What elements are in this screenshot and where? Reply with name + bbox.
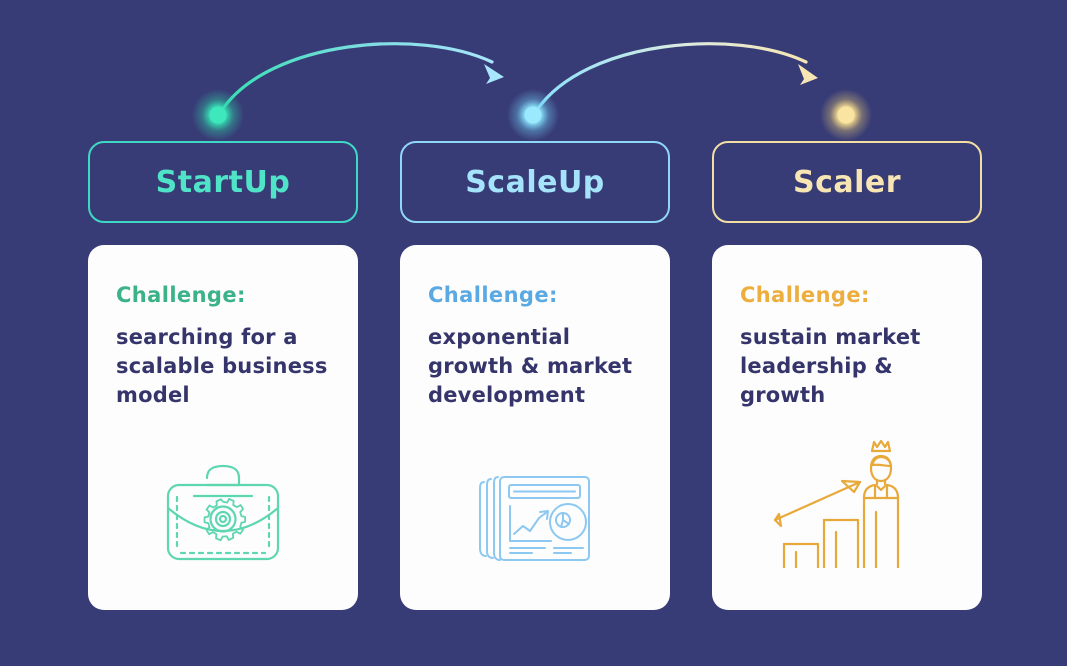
node-dot-scaleup — [524, 106, 542, 124]
stage-card-startup: Challenge: searching for a scalable busi… — [88, 245, 358, 610]
stage-card-scaleup: Challenge: exponential growth & market d… — [400, 245, 670, 610]
challenge-text-startup: searching for a scalable business model — [116, 325, 328, 407]
briefcase-gear-icon — [88, 456, 358, 568]
curved-arrow-startup-to-scaleup — [220, 42, 504, 112]
stage-column-startup: StartUp Challenge: searching for a scala… — [88, 141, 358, 610]
challenge-label-scaleup: Challenge: — [428, 283, 558, 307]
stage-pill-scaleup[interactable]: ScaleUp — [400, 141, 670, 223]
node-glow-scaleup — [507, 89, 559, 141]
stage-pill-label-scaler: Scaler — [792, 164, 902, 200]
stage-pill-scaler[interactable]: Scaler — [712, 141, 982, 223]
report-charts-icon — [400, 468, 670, 568]
stage-pill-label-startup: StartUp — [155, 164, 291, 200]
king-on-growth-bars-icon — [712, 440, 982, 568]
challenge-label-startup: Challenge: — [116, 283, 246, 307]
challenge-text-scaler: sustain market leadership & growth — [740, 325, 921, 407]
stage-pill-label-scaleup: ScaleUp — [465, 164, 605, 200]
node-dot-startup — [209, 106, 227, 124]
stage-card-scaler: Challenge: sustain market leadership & g… — [712, 245, 982, 610]
stage-pill-startup[interactable]: StartUp — [88, 141, 358, 223]
challenge-label-scaler: Challenge: — [740, 283, 870, 307]
challenge-text-scaleup: exponential growth & market development — [428, 325, 633, 407]
stage-column-scaler: Scaler Challenge: sustain market leaders… — [712, 141, 982, 610]
curved-arrow-scaleup-to-scaler — [535, 42, 818, 112]
stage-column-scaleup: ScaleUp Challenge: exponential growth & … — [400, 141, 670, 610]
node-dot-scaler — [837, 106, 855, 124]
node-glow-startup — [192, 89, 244, 141]
node-glow-scaler — [820, 89, 872, 141]
